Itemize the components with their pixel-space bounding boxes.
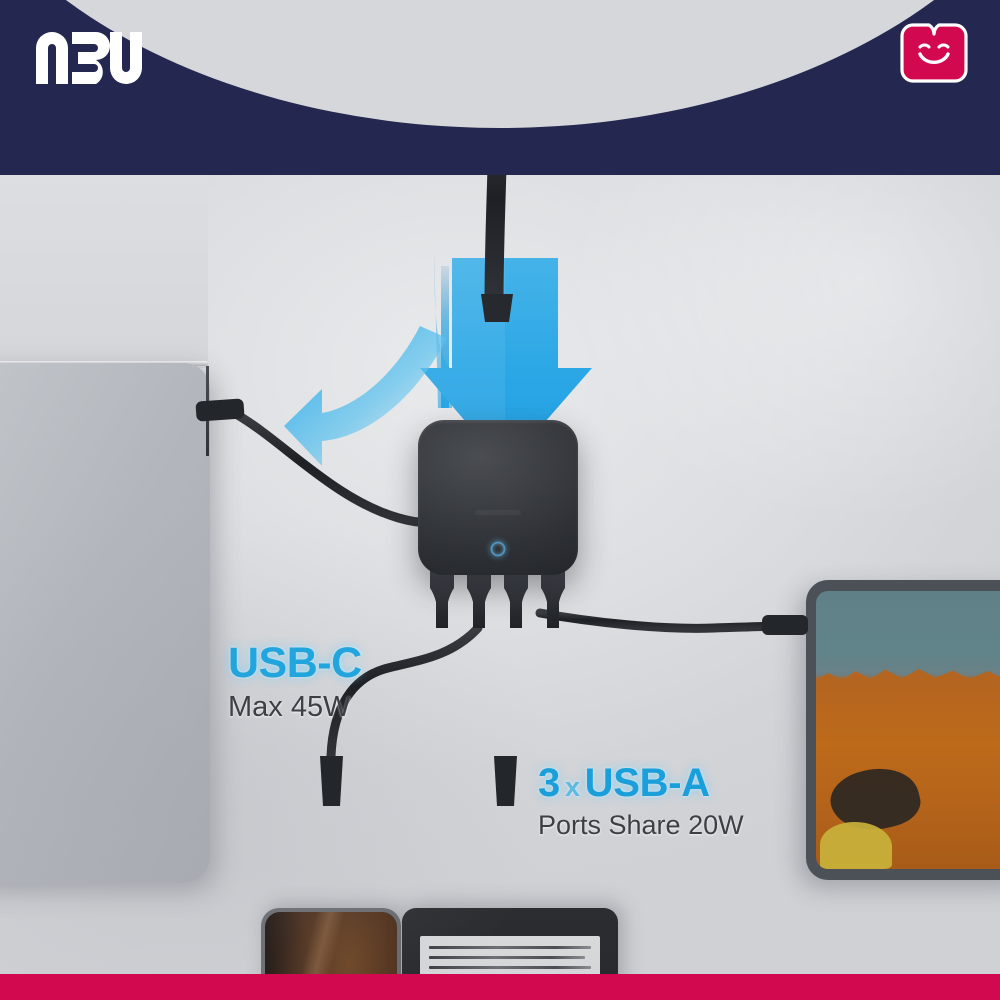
power-led-indicator-icon bbox=[490, 541, 506, 557]
usbc-title: USB-C bbox=[228, 639, 362, 687]
footer-crimson-band bbox=[0, 974, 1000, 1000]
header-bar bbox=[0, 0, 1000, 175]
ereader bbox=[402, 908, 618, 980]
tablet bbox=[806, 580, 1000, 880]
laptop-hinge bbox=[206, 366, 209, 456]
usba-power-streams bbox=[434, 248, 525, 408]
laptop-lid-upper bbox=[0, 168, 208, 368]
smiley-bag-badge-icon[interactable] bbox=[896, 20, 972, 92]
usba-title: USB-A bbox=[584, 761, 710, 805]
usba-subtitle: Ports Share 20W bbox=[538, 810, 744, 840]
nbu-logo[interactable] bbox=[34, 26, 154, 88]
phone-connector bbox=[320, 756, 343, 806]
usba-multiplier: x bbox=[564, 772, 580, 802]
smartphone bbox=[261, 908, 401, 980]
usb-charging-hub bbox=[418, 420, 578, 575]
power-cord-connector bbox=[481, 294, 513, 322]
usbc-callout: USB-C Max 45W bbox=[228, 642, 362, 722]
smartphone-screen bbox=[265, 912, 397, 980]
tablet-screen bbox=[816, 591, 1000, 869]
cable-to-laptop bbox=[231, 409, 448, 527]
ereader-connector bbox=[494, 756, 517, 806]
tablet-wallpaper-accent bbox=[820, 821, 892, 869]
laptop bbox=[0, 363, 210, 883]
hub-plugs bbox=[430, 570, 565, 628]
usbc-subtitle: Max 45W bbox=[228, 691, 351, 723]
tablet-connector bbox=[762, 615, 808, 635]
usba-count: 3 bbox=[538, 761, 560, 805]
hub-branding-emboss bbox=[475, 509, 521, 515]
